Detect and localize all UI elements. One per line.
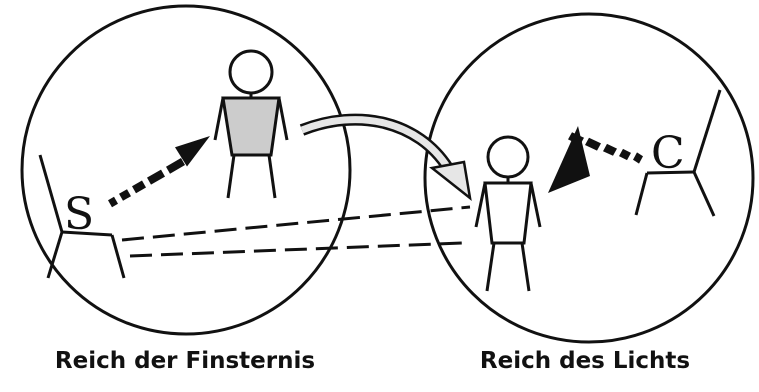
dashed-connection-lines <box>121 205 471 258</box>
realm-of-light-circle <box>423 12 755 344</box>
transfer-arrow <box>299 113 472 201</box>
upper-dashed-line <box>121 205 471 242</box>
right-throne <box>634 89 722 217</box>
lower-dashed-line <box>129 241 463 258</box>
right-stick-figure <box>474 135 542 292</box>
left-stick-figure <box>213 49 289 199</box>
left-dashed-black-arrow <box>108 136 210 208</box>
left-throne <box>38 154 126 279</box>
realm-of-darkness-label: Reich der Finsternis <box>54 348 316 374</box>
left-figure-head <box>228 49 274 95</box>
realm-of-light-label: Reich des Lichts <box>479 348 691 374</box>
left-figure-torso <box>221 96 281 157</box>
realm-of-darkness-circle <box>20 4 352 336</box>
right-dashed-black-arrow <box>548 126 643 193</box>
right-figure-head <box>486 135 530 179</box>
throne-letter-c: C <box>651 128 685 179</box>
right-figure-torso <box>483 181 533 245</box>
throne-letter-s: S <box>64 189 94 240</box>
